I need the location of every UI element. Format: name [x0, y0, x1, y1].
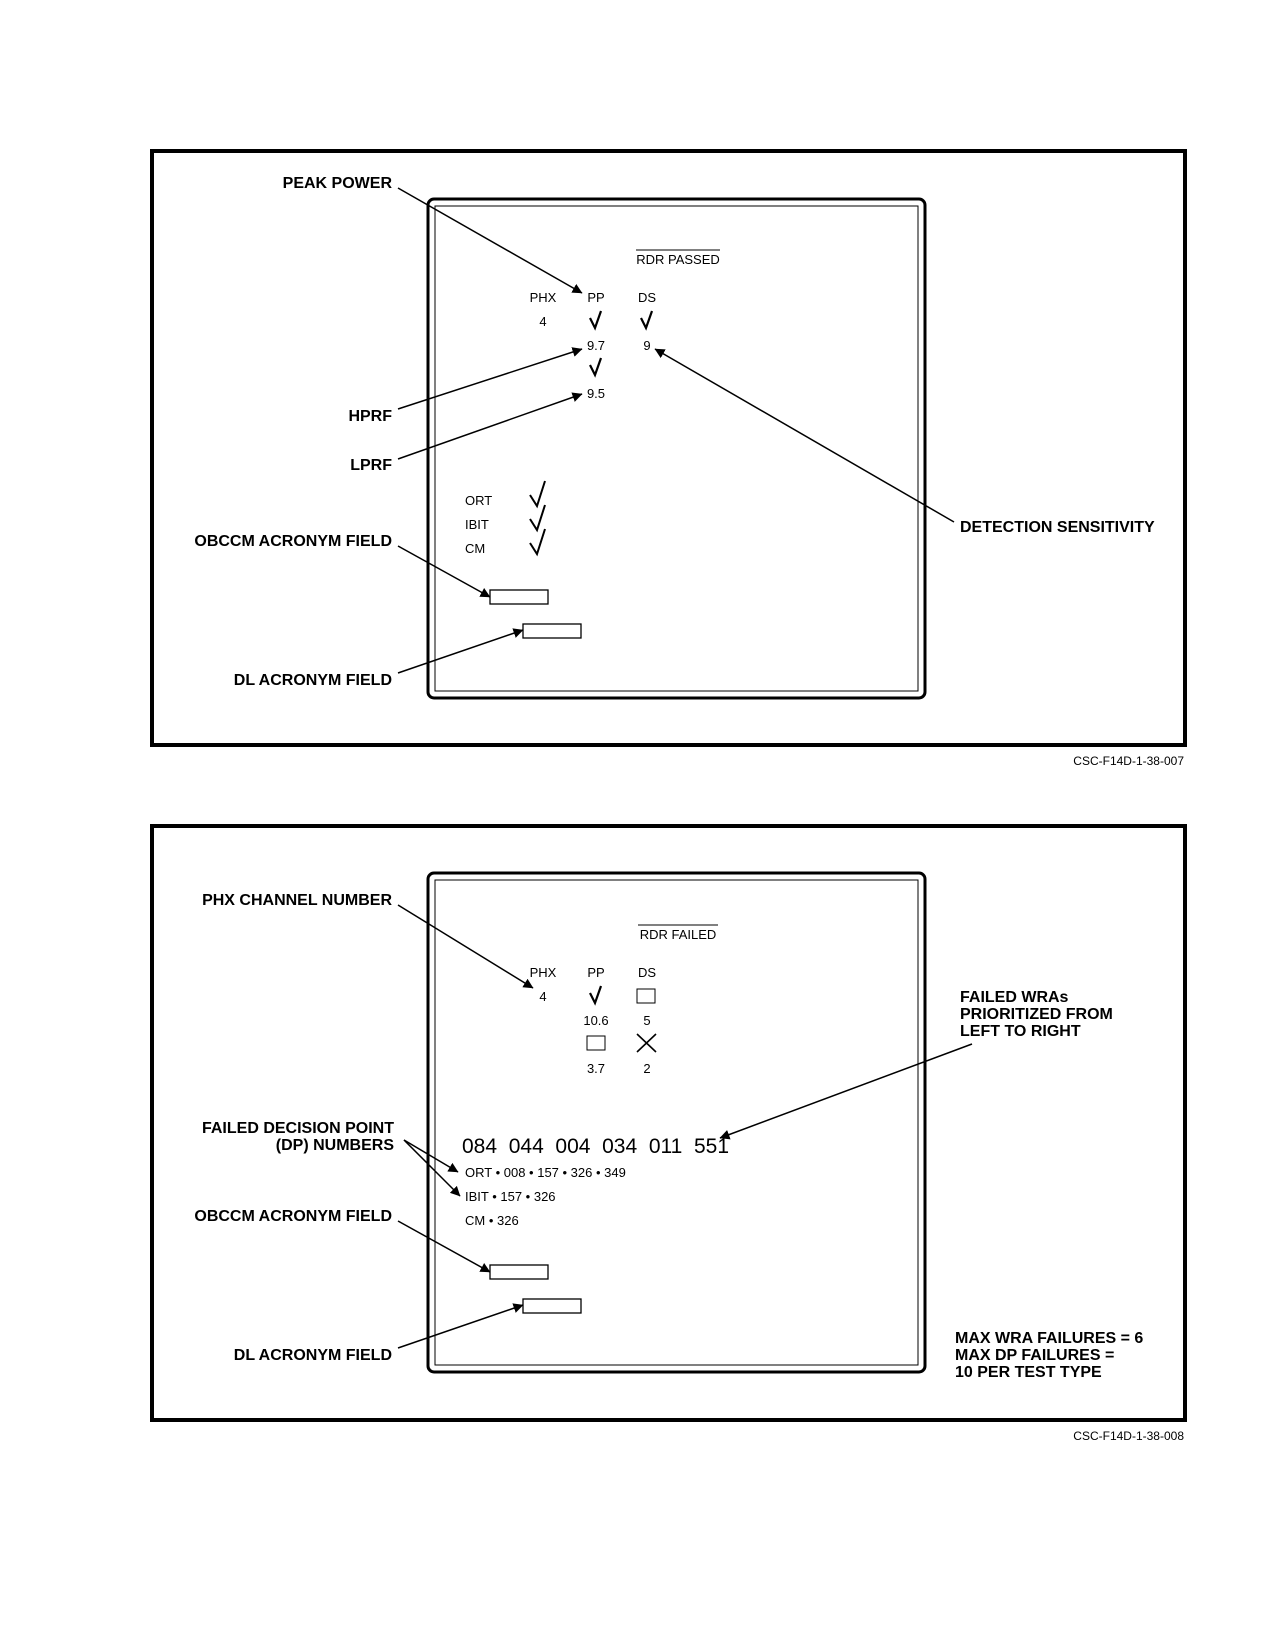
display-screen-outer — [426, 197, 927, 700]
obccm-acronym-field — [489, 1264, 549, 1280]
leader-hprf — [397, 347, 583, 410]
ds-hprf-value: 5 — [643, 1013, 650, 1028]
callout-phx-channel-number: PHX CHANNEL NUMBER — [202, 892, 392, 909]
leader-dl — [397, 1303, 524, 1349]
column-header-ds: DS — [638, 290, 656, 305]
callout-failed-wras-line2: PRIORITIZED FROM — [960, 1006, 1113, 1023]
column-header-phx: PHX — [530, 290, 557, 305]
callout-peak-power: PEAK POWER — [283, 175, 393, 192]
figure1-id: CSC-F14D-1-38-007 — [1073, 754, 1184, 768]
ort-check-icon — [529, 480, 546, 509]
dl-acronym-field — [522, 1298, 582, 1314]
ds-hprf-degraded-box-icon — [636, 988, 656, 1004]
ds-hprf-check-icon — [640, 310, 654, 331]
leader-failed-wras — [719, 1043, 973, 1140]
figure1-frame — [150, 149, 1187, 747]
ibit-check-icon — [529, 504, 546, 533]
dl-acronym-field — [522, 623, 582, 639]
leader-dl — [397, 628, 524, 674]
ds-lprf-fail-x-icon — [636, 1033, 657, 1053]
figure-radar-failed: RDR FAILED PHX PP DS 4 10.6 5 3.7 2 084 … — [150, 824, 1187, 1443]
phx-channel-value: 4 — [539, 314, 546, 329]
leader-lprf — [397, 392, 583, 460]
callout-obccm-field: OBCCM ACRONYM FIELD — [194, 533, 392, 550]
display-screen-inner — [434, 879, 919, 1366]
pp-hprf-value: 10.6 — [583, 1013, 608, 1028]
callout-failed-wras-line1: FAILED WRAs — [960, 989, 1069, 1006]
callout-lprf: LPRF — [350, 457, 392, 474]
callout-failed-wras-line3: LEFT TO RIGHT — [960, 1023, 1081, 1040]
pp-lprf-degraded-box-icon — [586, 1035, 606, 1051]
note-per-test-type: 10 PER TEST TYPE — [955, 1364, 1102, 1381]
display-screen-outer — [426, 871, 927, 1374]
callout-obccm-field: OBCCM ACRONYM FIELD — [194, 1208, 392, 1225]
leader-detection — [654, 348, 955, 523]
test-cm-label: CM — [465, 541, 485, 556]
leader-obccm — [397, 1220, 491, 1273]
pp-lprf-check-icon — [589, 357, 603, 378]
phx-channel-value: 4 — [539, 989, 546, 1004]
pp-hprf-value: 9.7 — [587, 338, 605, 353]
figure-radar-passed: RDR PASSED PHX PP DS 4 9.7 9 9.5 ORT IBI… — [150, 149, 1187, 768]
callout-detection-sensitivity: DETECTION SENSITIVITY — [960, 519, 1155, 536]
ds-lprf-value: 2 — [643, 1061, 650, 1076]
leader-obccm — [397, 545, 491, 598]
callout-failed-dp-line2: (DP) NUMBERS — [276, 1137, 395, 1154]
status-rdr-failed: RDR FAILED — [640, 927, 717, 942]
leader-phx-channel — [397, 904, 534, 989]
test-ort-label: ORT — [465, 493, 492, 508]
callout-dl-field: DL ACRONYM FIELD — [234, 1347, 392, 1364]
ds-value: 9 — [643, 338, 650, 353]
status-rdr-passed: RDR PASSED — [636, 252, 720, 267]
figure2-id: CSC-F14D-1-38-008 — [1073, 1429, 1184, 1443]
note-max-wra-failures: MAX WRA FAILURES = 6 — [955, 1330, 1143, 1347]
column-header-ds: DS — [638, 965, 656, 980]
leader-peak-power — [397, 187, 583, 294]
column-header-phx: PHX — [530, 965, 557, 980]
failed-wra-numbers: 084 044 004 034 011 551 — [462, 1135, 729, 1158]
cm-check-icon — [529, 528, 546, 557]
leader-failed-dp-ort — [403, 1139, 459, 1173]
test-ibit-label: IBIT — [465, 517, 489, 532]
pp-lprf-value: 3.7 — [587, 1061, 605, 1076]
note-max-dp-failures: MAX DP FAILURES = — [955, 1347, 1114, 1364]
dp-line-ibit: IBIT • 157 • 326 — [465, 1189, 556, 1204]
callout-failed-dp-line1: FAILED DECISION POINT — [202, 1120, 394, 1137]
column-header-pp: PP — [587, 290, 604, 305]
dp-line-cm: CM • 326 — [465, 1213, 519, 1228]
column-header-pp: PP — [587, 965, 604, 980]
display-screen-inner — [434, 205, 919, 692]
pp-hprf-check-icon — [589, 985, 603, 1006]
leader-failed-dp-ibit — [403, 1139, 461, 1197]
callout-hprf: HPRF — [348, 408, 392, 425]
dp-line-ort: ORT • 008 • 157 • 326 • 349 — [465, 1165, 626, 1180]
pp-hprf-check-icon — [589, 310, 603, 331]
figure2-frame — [150, 824, 1187, 1422]
pp-lprf-value: 9.5 — [587, 386, 605, 401]
callout-dl-field: DL ACRONYM FIELD — [234, 672, 392, 689]
obccm-acronym-field — [489, 589, 549, 605]
